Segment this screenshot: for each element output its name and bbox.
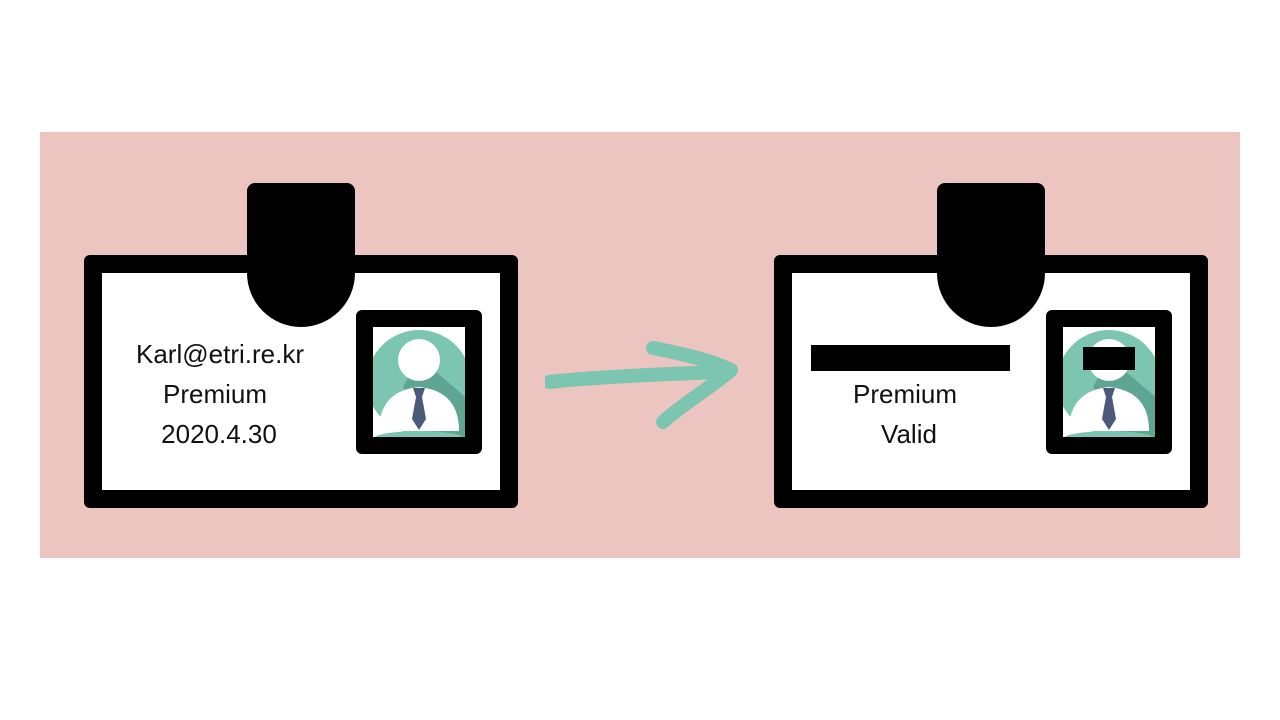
- original-card-clip: [247, 183, 355, 327]
- anonymized-card-status: Valid: [881, 419, 937, 449]
- anonymized-card-tier: Premium: [852, 379, 957, 409]
- original-card-photo: [356, 310, 482, 454]
- original-card-email: Karl@etri.re.kr: [136, 339, 304, 369]
- arrow-right-icon: [545, 341, 738, 429]
- person-avatar-icon: [1063, 327, 1155, 437]
- original-card-expiry: 2020.4.30: [161, 419, 277, 449]
- face-redaction-bar: [1083, 347, 1135, 370]
- person-avatar-icon: [373, 327, 465, 437]
- original-card-tier: Premium: [162, 379, 267, 409]
- anonymized-card-clip: [937, 183, 1045, 327]
- email-redaction-bar: [811, 345, 1010, 371]
- anonymized-card-photo: [1046, 310, 1172, 454]
